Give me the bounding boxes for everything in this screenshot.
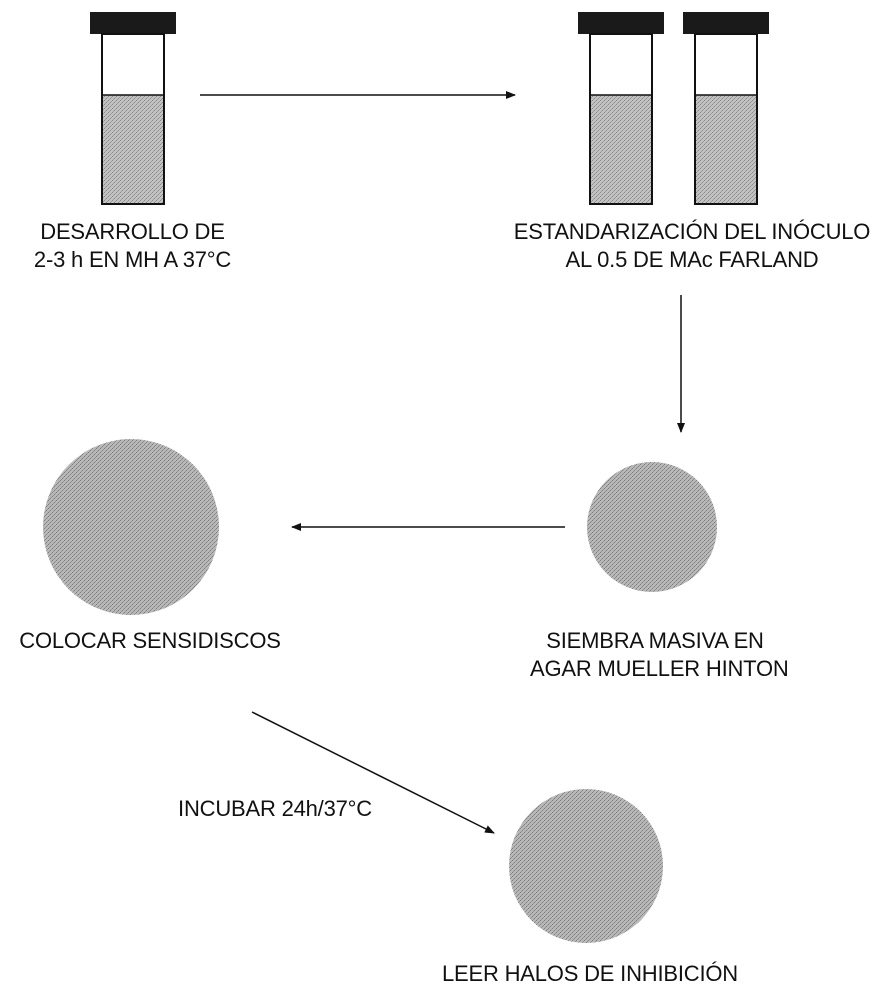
label-standardize-line2: AL 0.5 DE MAc FARLAND xyxy=(565,247,819,272)
test-tube-sample xyxy=(578,12,664,205)
label-discs-line1: COLOCAR SENSIDISCOS xyxy=(19,628,281,653)
label-standardize-line1: ESTANDARIZACIÓN DEL INÓCULO xyxy=(513,219,871,244)
label-read: LEER HALOS DE INHIBICIÓN xyxy=(440,960,740,988)
petri-dish-discs xyxy=(43,439,219,615)
label-seed-line1: SIEMBRA MASIVA EN xyxy=(546,628,764,653)
label-seed: SIEMBRA MASIVA EN AGAR MUELLER HINTON xyxy=(530,627,789,683)
label-growth-line2: 2-3 h EN MH A 37°C xyxy=(33,247,232,272)
test-tube-growth xyxy=(90,12,176,205)
test-tube-mcfarland-standard xyxy=(683,12,769,205)
label-growth: DESARROLLO DE 2-3 h EN MH A 37°C xyxy=(5,218,260,274)
petri-dish-seeded xyxy=(587,462,717,592)
petri-dish-read xyxy=(509,789,663,943)
label-incubate: INCUBAR 24h/37°C xyxy=(150,795,400,823)
label-discs: COLOCAR SENSIDISCOS xyxy=(0,627,300,655)
label-standardize: ESTANDARIZACIÓN DEL INÓCULO AL 0.5 DE MA… xyxy=(502,218,882,274)
label-read-line1: LEER HALOS DE INHIBICIÓN xyxy=(442,961,738,986)
label-growth-line1: DESARROLLO DE xyxy=(40,219,225,244)
label-seed-line2: AGAR MUELLER HINTON xyxy=(530,656,789,681)
arrow-discs-to-read xyxy=(251,711,495,834)
label-incubate-line1: INCUBAR 24h/37°C xyxy=(178,796,372,821)
